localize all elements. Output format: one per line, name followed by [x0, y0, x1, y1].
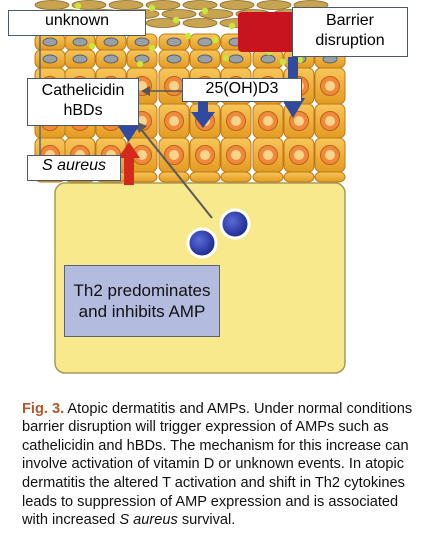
- label-barrier-disruption: Barrier disruption: [292, 7, 408, 57]
- flattened-nucleus: [228, 54, 244, 64]
- nucleus-center: [325, 150, 335, 160]
- stratum-cell: [34, 0, 70, 10]
- granule: [148, 44, 156, 52]
- granule: [228, 22, 236, 30]
- nucleus-center: [325, 81, 335, 91]
- stratum-cell: [182, 18, 218, 28]
- nucleus-center: [231, 116, 241, 126]
- figure: unknown Barrier disruption Cathelicidin …: [8, 0, 408, 374]
- flattened-nucleus: [42, 54, 58, 64]
- stratum-cell: [219, 0, 255, 10]
- stratum-cell: [145, 18, 181, 28]
- unknown-text: unknown: [44, 12, 110, 29]
- flattened-nucleus: [103, 37, 119, 47]
- arrow-vitd-down: [191, 102, 215, 128]
- flattened-nucleus: [72, 37, 88, 47]
- keratinocyte: [158, 171, 190, 183]
- tcell-1: [219, 208, 251, 240]
- flattened-nucleus: [42, 37, 58, 47]
- caption-species: S aureus: [119, 512, 178, 529]
- nucleus-center: [137, 81, 147, 91]
- label-vitamin-d: 25(OH)D3: [182, 78, 302, 102]
- granule: [148, 4, 156, 12]
- nucleus-center: [294, 116, 304, 126]
- label-s-aureus: S aureus: [27, 155, 121, 181]
- cathelicidin-line-2: hBDs: [63, 102, 103, 119]
- barrier-line-1: Barrier: [325, 12, 374, 29]
- nucleus-center: [263, 150, 273, 160]
- nucleus-center: [263, 116, 273, 126]
- s-aureus-text: S aureus: [41, 157, 107, 174]
- caption-text-2: survival.: [177, 512, 236, 529]
- flattened-nucleus: [134, 37, 150, 47]
- nucleus-center: [294, 150, 304, 160]
- figure-caption: Fig. 3. Atopic dermatitis and AMPs. Unde…: [22, 400, 414, 530]
- granule: [201, 7, 209, 15]
- th2-line-2: and inhibits AMP: [78, 302, 206, 321]
- stratum-cell: [108, 0, 144, 10]
- nucleus-center: [137, 150, 147, 160]
- flattened-nucleus: [166, 37, 182, 47]
- flattened-nucleus: [260, 54, 276, 64]
- caption-text-1: Atopic dermatitis and AMPs. Under normal…: [22, 400, 413, 529]
- flattened-nucleus: [103, 54, 119, 64]
- granule: [74, 2, 82, 10]
- barrier-disruption-block: [238, 12, 296, 52]
- flattened-nucleus: [72, 54, 88, 64]
- arrow-vitd-to-cathelicidin: [141, 86, 182, 96]
- nucleus-center: [325, 116, 335, 126]
- granule: [172, 16, 180, 24]
- nucleus-center: [169, 150, 179, 160]
- granule: [184, 32, 192, 40]
- keratinocyte: [252, 171, 284, 183]
- granule: [136, 60, 144, 68]
- granule: [222, 54, 230, 62]
- keratinocyte: [189, 171, 221, 183]
- stratum-cell: [182, 0, 218, 10]
- keratinocyte: [283, 171, 315, 183]
- label-unknown: unknown: [8, 10, 146, 36]
- flattened-nucleus: [197, 54, 213, 64]
- stratum-cell: [161, 9, 197, 19]
- granule: [279, 58, 287, 66]
- arrow-saureus-up: [118, 142, 140, 185]
- keratinocyte: [220, 171, 252, 183]
- granule: [88, 42, 96, 50]
- nucleus-center: [169, 116, 179, 126]
- nucleus-center: [200, 150, 210, 160]
- granule: [211, 36, 219, 44]
- stratum-cell: [256, 0, 292, 10]
- caption-label: Fig. 3.: [22, 400, 65, 417]
- nucleus-center: [231, 150, 241, 160]
- label-cathelicidin: Cathelicidin hBDs: [27, 78, 139, 126]
- granule: [296, 56, 304, 64]
- barrier-line-2: disruption: [315, 32, 385, 49]
- flattened-nucleus: [197, 37, 213, 47]
- keratinocyte: [314, 171, 346, 183]
- tcell-2: [186, 227, 218, 259]
- nucleus-center: [169, 81, 179, 91]
- cathelicidin-line-1: Cathelicidin: [41, 82, 125, 99]
- label-th2: Th2 predominates and inhibits AMP: [64, 265, 220, 337]
- vitamin-d-text: 25(OH)D3: [205, 80, 279, 97]
- flattened-nucleus: [166, 54, 182, 64]
- th2-line-1: Th2 predominates: [73, 281, 211, 300]
